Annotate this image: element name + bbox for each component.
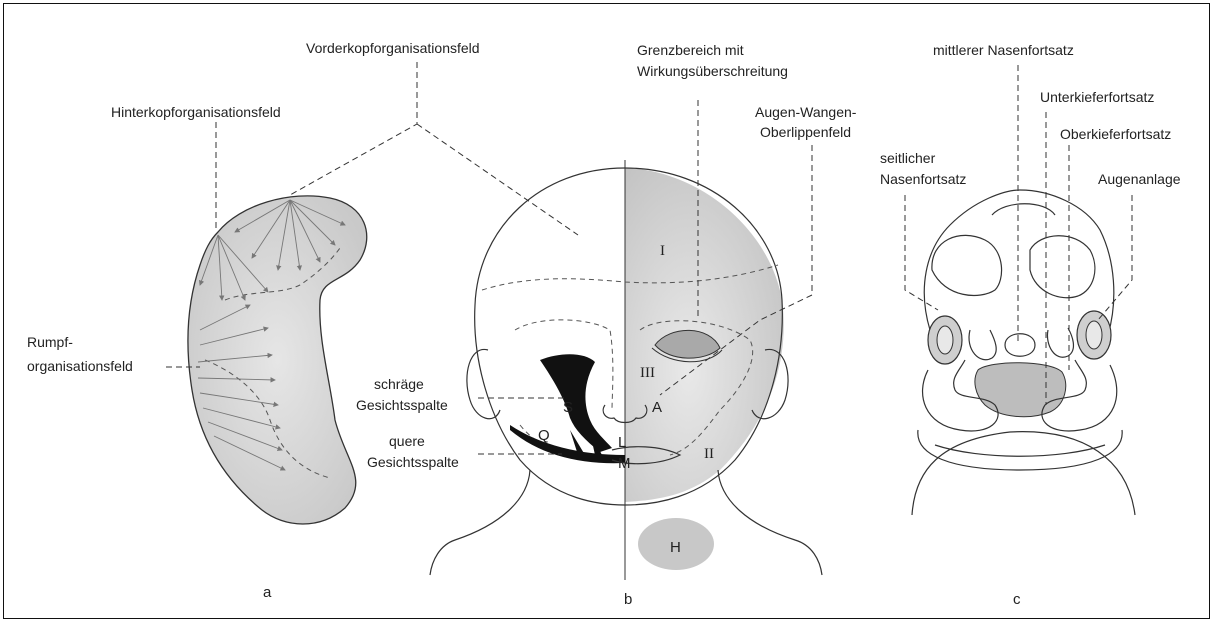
region-mark-Q: Q [538, 427, 550, 444]
label-transverse-cleft-1: quere [389, 433, 425, 449]
region-mark-I: I [660, 243, 665, 259]
region-mark-III: III [640, 365, 655, 381]
embryo-c-body [912, 432, 1135, 515]
left-brain-vesicle [932, 235, 1002, 295]
label-lateral-nasal-2: Nasenfortsatz [880, 171, 966, 187]
label-maxillary: Oberkieferfortsatz [1060, 126, 1171, 142]
right-eye-inner [1086, 321, 1102, 349]
label-oblique-cleft-1: schräge [374, 376, 424, 392]
lateral-nasal-process-right [1047, 328, 1073, 357]
medial-nasal-process [1005, 334, 1035, 357]
panel-b-label: b [624, 591, 632, 608]
region-mark-M: M [618, 455, 631, 472]
region-mark-H: H [670, 539, 681, 556]
forehead-leader-b [417, 124, 578, 235]
eye-anlage-leader [1098, 195, 1132, 320]
stomodeum [975, 363, 1066, 417]
region-mark-L: L [618, 434, 626, 451]
label-lateral-nasal-1: seitlicher [880, 150, 936, 166]
panel-a-label: a [263, 584, 272, 601]
label-eye-cheek-2: Oberlippenfeld [760, 124, 851, 140]
right-brain-vesicle [1030, 236, 1095, 298]
label-eye-cheek-1: Augen-Wangen- [755, 104, 857, 120]
label-oblique-cleft-2: Gesichtsspalte [356, 397, 448, 413]
label-medial-nasal: mittlerer Nasenfortsatz [933, 42, 1074, 58]
region-mark-S: S [563, 399, 573, 416]
panel-c-label: c [1013, 591, 1021, 608]
label-border-zone-2: Wirkungsüberschreitung [637, 63, 788, 79]
oblique-cleft [540, 354, 612, 452]
label-trunk-field-2: organisationsfeld [27, 358, 133, 374]
left-eye-inner [937, 326, 953, 354]
lateral-nasal-process-left [969, 330, 996, 360]
label-transverse-cleft-2: Gesichtsspalte [367, 454, 459, 470]
panel-c-embryo-face: mittlerer Nasenfortsatz Unterkieferforts… [880, 42, 1181, 608]
panel-b-face: Grenzbereich mit Wirkungsüberschreitung … [356, 42, 857, 608]
label-border-zone-1: Grenzbereich mit [637, 42, 744, 58]
mandibular-crease [935, 445, 1105, 456]
right-neck-shoulder [718, 470, 822, 575]
lateral-nasal-leader [905, 195, 938, 310]
forehead-leader-a [290, 62, 417, 195]
left-neck-shoulder [430, 470, 530, 575]
panel-a-embryo: Vorderkopforganisationsfeld Hinterkopfor… [27, 40, 578, 601]
label-forehead-field: Vorderkopforganisationsfeld [306, 40, 480, 56]
label-hindhead-field: Hinterkopforganisationsfeld [111, 104, 281, 120]
embryo-c-head [924, 190, 1114, 335]
label-eye-anlage: Augenanlage [1098, 171, 1181, 187]
region-mark-A: A [652, 399, 662, 416]
label-mandibular: Unterkieferfortsatz [1040, 89, 1154, 105]
label-trunk-field-1: Rumpf- [27, 334, 73, 350]
region-mark-II: II [704, 446, 714, 462]
